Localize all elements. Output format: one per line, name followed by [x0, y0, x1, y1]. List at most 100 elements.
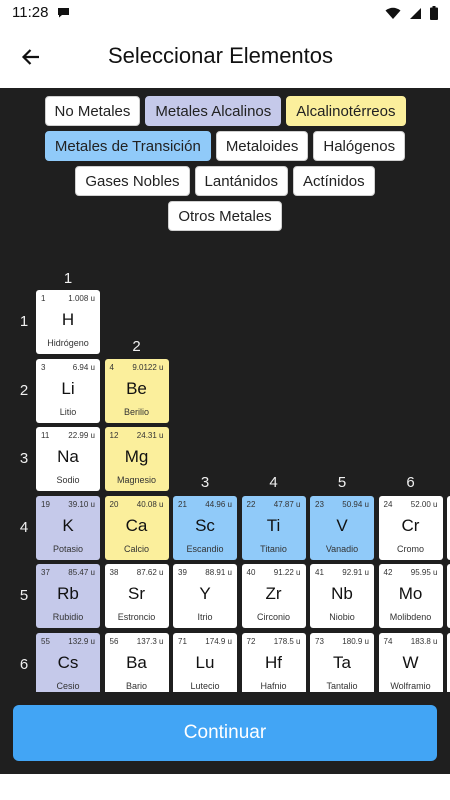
element-cell-partial[interactable]: [447, 632, 450, 692]
element-mass: 91.22 u: [273, 568, 301, 577]
element-name: Magnesio: [116, 475, 157, 485]
element-symbol: Sr: [128, 584, 145, 603]
element-number: 11: [41, 431, 50, 440]
element-name: Lutecio: [190, 680, 220, 691]
element-mass: 9.0122 u: [132, 362, 164, 372]
category-chip[interactable]: Gases Nobles: [75, 166, 190, 196]
element-name: Tantalio: [326, 680, 358, 691]
element-mass: 87.62 u: [136, 568, 164, 577]
continue-button[interactable]: Continuar: [13, 705, 437, 761]
category-chip[interactable]: Metales Alcalinos: [145, 96, 282, 126]
element-name: Calcio: [123, 543, 149, 554]
element-mass: 40.08 u: [136, 499, 164, 509]
element-mass: 180.9 u: [342, 636, 369, 646]
element-symbol: Zr: [265, 584, 282, 603]
element-number: 4: [109, 362, 114, 372]
element-number: 22: [246, 499, 256, 509]
element-number: 24: [383, 499, 393, 509]
element-symbol: Cs: [57, 652, 79, 672]
element-name: Berilio: [123, 406, 149, 417]
category-chip[interactable]: Metaloides: [215, 131, 309, 161]
element-symbol: Ta: [333, 652, 351, 672]
category-chip[interactable]: Actínidos: [292, 166, 375, 196]
category-chip[interactable]: Otros Metales: [168, 201, 282, 231]
element-name: Sodio: [56, 475, 80, 485]
element-name: Wolframio: [390, 680, 431, 691]
period-label: 1: [19, 313, 29, 330]
element-number: 73: [315, 636, 324, 646]
element-symbol: Cr: [401, 515, 420, 535]
element-mass: 92.91 u: [342, 568, 369, 577]
element-name: Vanadio: [325, 543, 359, 554]
element-mass: 6.94 u: [72, 362, 95, 372]
battery-icon: [430, 6, 438, 20]
group-label: 4: [269, 474, 278, 491]
element-symbol: K: [62, 515, 74, 535]
element-number: 19: [41, 499, 50, 509]
element-symbol: Ba: [126, 652, 147, 672]
status-bar: 11:28: [0, 0, 450, 26]
category-chip[interactable]: Lantánidos: [194, 166, 288, 196]
group-label: 2: [132, 338, 141, 355]
element-number: 3: [41, 362, 46, 372]
element-mass: 132.9 u: [68, 636, 95, 646]
element-cell-partial[interactable]: [447, 495, 450, 560]
app-bar: Seleccionar Elementos: [0, 26, 450, 88]
element-cell-partial[interactable]: [447, 564, 450, 628]
wifi-icon: [385, 7, 401, 19]
status-time: 11:28: [12, 4, 49, 21]
period-label: 4: [19, 518, 29, 536]
element-name: Cesio: [56, 680, 80, 691]
element-number: 41: [315, 568, 324, 577]
category-chip[interactable]: Alcalinotérreos: [286, 96, 406, 126]
element-number: 37: [41, 568, 50, 577]
element-symbol: Nb: [331, 584, 353, 603]
element-symbol: Y: [199, 584, 211, 603]
element-number: 12: [109, 431, 119, 440]
element-symbol: Mg: [124, 447, 149, 466]
element-mass: 95.95 u: [410, 568, 438, 577]
chat-notification-icon: [58, 8, 69, 18]
group-label: 3: [200, 474, 210, 491]
period-label: 2: [19, 381, 29, 399]
category-chip[interactable]: Metales de Transición: [44, 131, 211, 161]
element-symbol: W: [402, 652, 419, 672]
element-number: 21: [178, 499, 187, 509]
chip-row: Otros Metales: [0, 201, 450, 231]
element-symbol: Li: [61, 378, 75, 398]
element-name: Hidrógeno: [47, 338, 89, 348]
category-chip[interactable]: No Metales: [44, 96, 141, 126]
element-mass: 52.00 u: [410, 499, 438, 509]
back-button[interactable]: [14, 40, 48, 74]
category-chip[interactable]: Halógenos: [313, 131, 406, 161]
period-label: 3: [19, 450, 29, 467]
element-mass: 50.94 u: [342, 499, 369, 509]
element-symbol: Sc: [195, 515, 215, 535]
